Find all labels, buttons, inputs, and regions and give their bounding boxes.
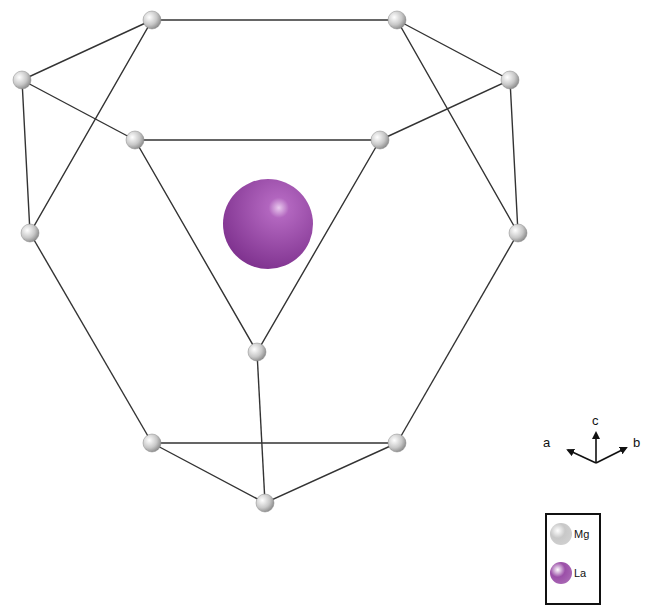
legend-label: Mg [574,529,589,540]
legend-box [546,514,600,604]
la-atom [223,179,313,269]
axis-arrows [568,433,626,463]
polyhedron-edges [22,20,518,503]
legend-label: La [574,568,586,579]
legend-swatch [550,562,572,584]
axis-label: a [543,436,550,449]
axis-label: c [592,414,599,427]
axis-label: b [633,436,640,449]
legend-swatch [550,523,572,545]
mg-atoms [13,11,527,512]
